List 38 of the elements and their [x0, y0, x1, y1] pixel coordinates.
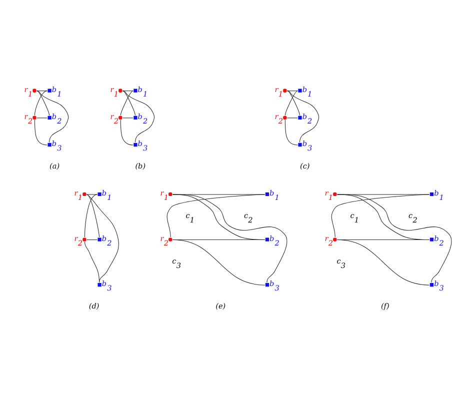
connector	[86, 194, 98, 195]
node-box	[298, 88, 302, 92]
connector	[84, 194, 98, 238]
connector	[120, 120, 134, 146]
connector	[36, 90, 48, 92]
connector	[286, 90, 298, 92]
connector	[84, 242, 100, 283]
connector	[122, 90, 134, 92]
node-box	[298, 116, 302, 120]
connector	[172, 240, 266, 286]
connector	[36, 90, 69, 143]
node-box	[98, 283, 102, 287]
connector	[34, 90, 48, 116]
connector	[122, 90, 155, 143]
node-box	[48, 142, 52, 147]
connector	[284, 120, 298, 146]
node-box	[134, 116, 138, 120]
node-box	[430, 238, 434, 242]
node-box	[430, 192, 434, 196]
connector	[172, 194, 288, 283]
node-box	[430, 283, 434, 287]
node-box	[265, 238, 270, 242]
node-box	[98, 192, 102, 196]
node-box	[48, 88, 52, 92]
node-box	[298, 142, 302, 147]
node-box	[98, 238, 102, 242]
connector	[86, 194, 100, 238]
connector	[36, 90, 50, 116]
node-box	[265, 192, 270, 196]
node-box	[48, 116, 52, 120]
connector	[336, 194, 452, 283]
connector	[34, 120, 48, 146]
connector	[286, 90, 320, 143]
node-box	[265, 283, 270, 287]
connector	[86, 194, 119, 283]
node-box	[134, 142, 138, 147]
connector	[336, 240, 430, 286]
node-box	[134, 88, 138, 92]
